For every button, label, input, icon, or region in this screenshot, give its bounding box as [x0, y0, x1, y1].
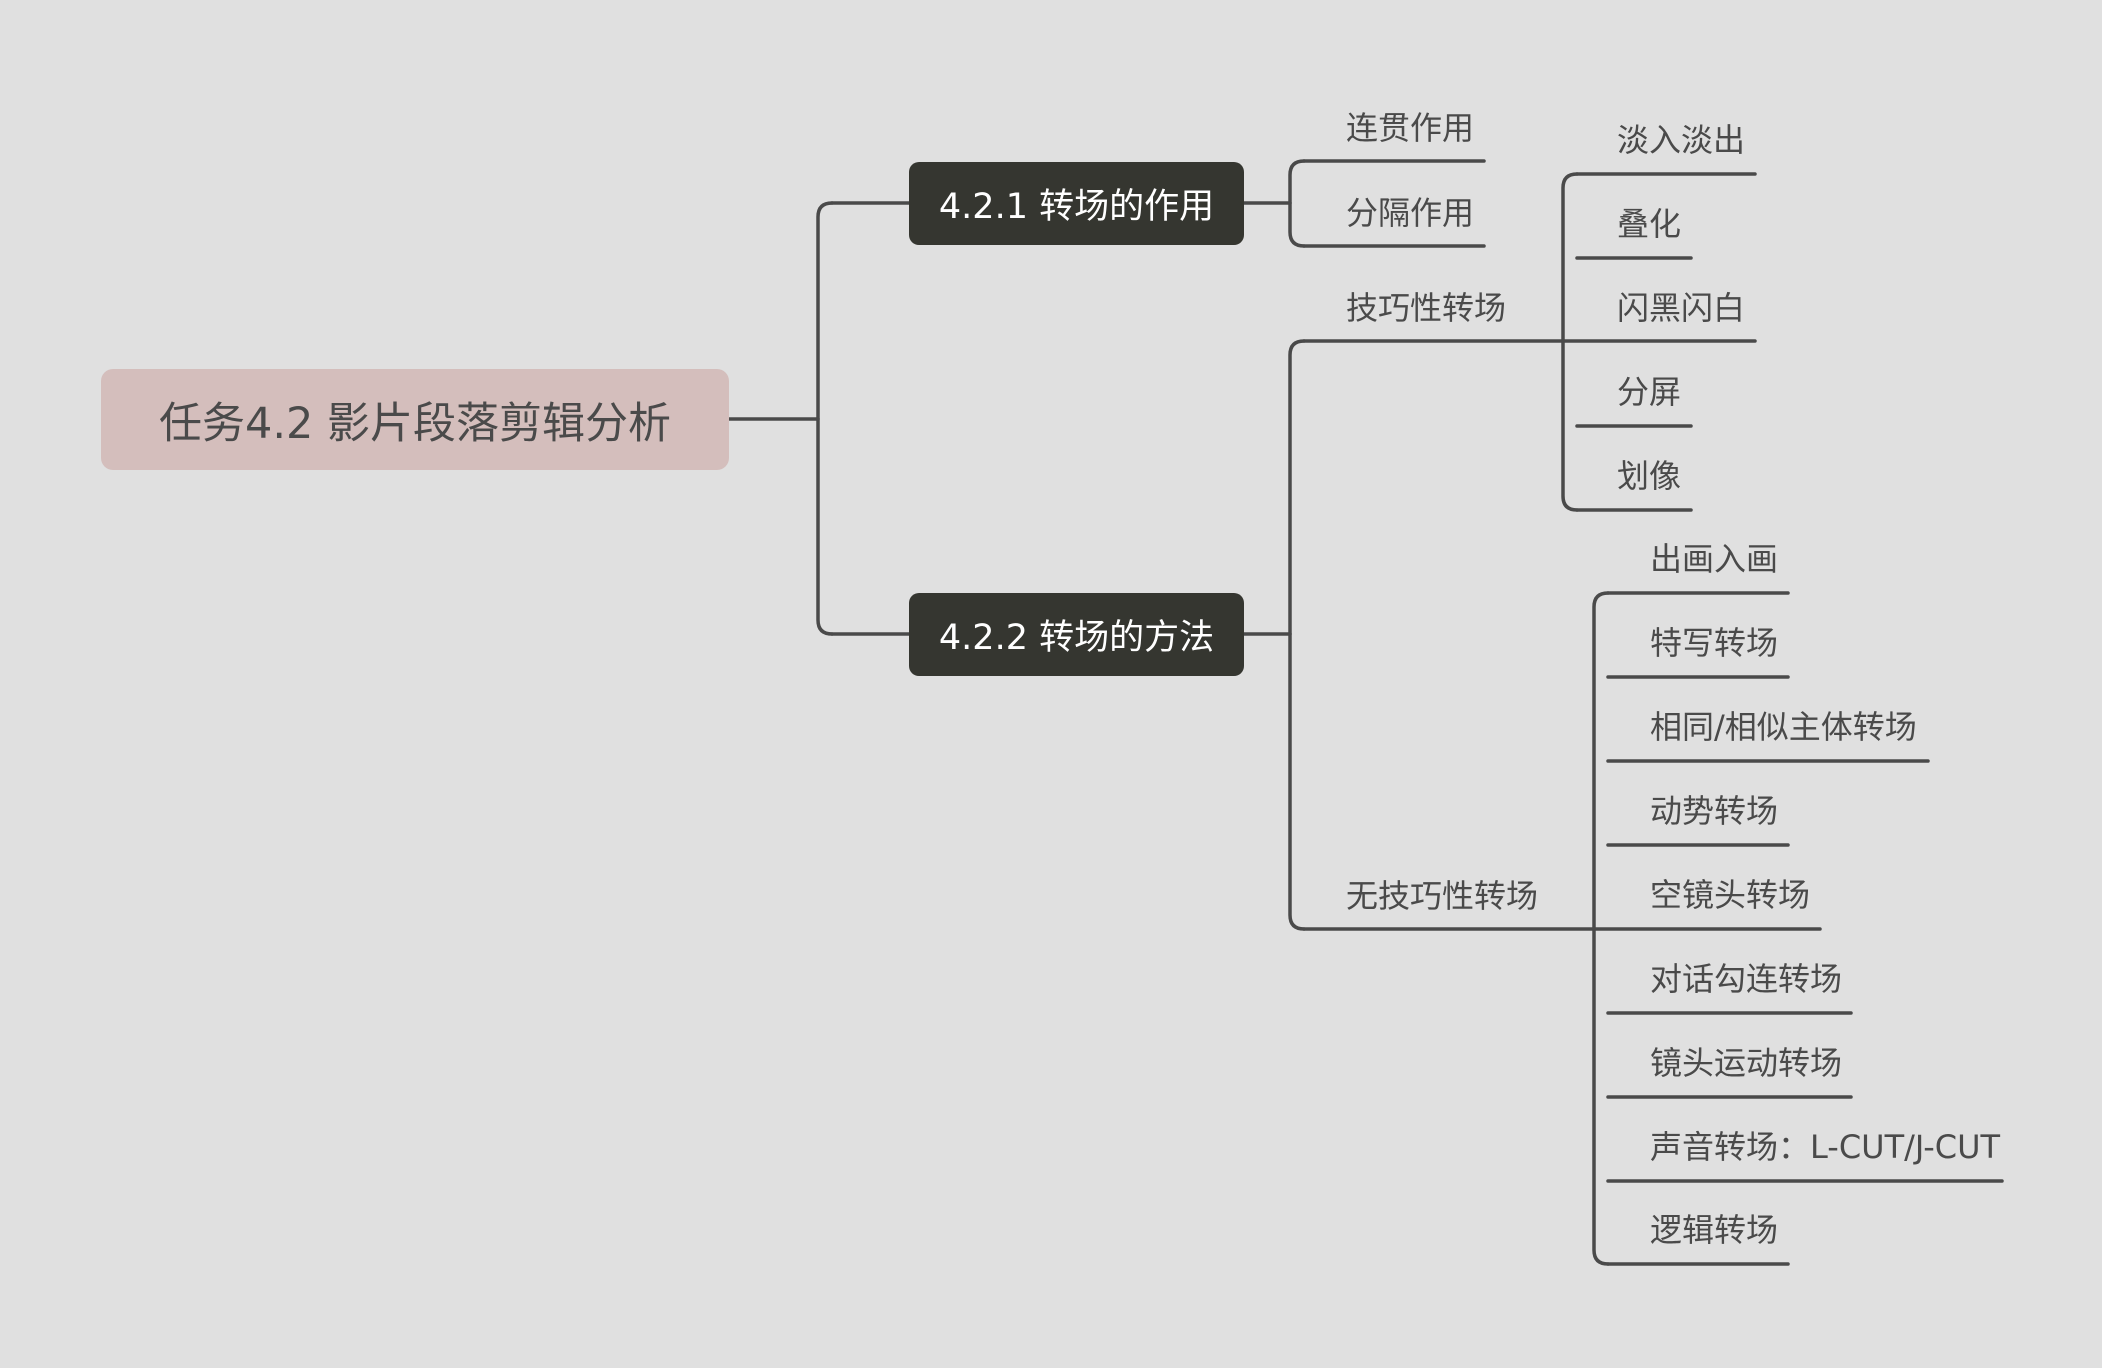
branch-transition-method[interactable]: 4.2.2 转场的方法 [909, 593, 1244, 676]
topic-sound-cut[interactable]: 声音转场：L-CUT/J-CUT [1650, 1128, 2001, 1166]
topic-close-up[interactable]: 特写转场 [1650, 624, 1779, 662]
topic-dialogue-link[interactable]: 对话勾连转场 [1650, 960, 1843, 998]
topic-exit-enter-frame[interactable]: 出画入画 [1650, 540, 1779, 578]
topic-wipe[interactable]: 划像 [1617, 457, 1682, 495]
branch-label: 4.2.2 转场的方法 [938, 618, 1215, 658]
topic-empty-shot[interactable]: 空镜头转场 [1650, 876, 1811, 914]
topic-flash[interactable]: 闪黑闪白 [1617, 289, 1746, 327]
topic-separation[interactable]: 分隔作用 [1346, 194, 1475, 232]
topic-continuity[interactable]: 连贯作用 [1346, 109, 1475, 147]
topic-split-screen[interactable]: 分屏 [1617, 373, 1682, 411]
connector-branch-2-trunk [1288, 339, 1306, 931]
topic-similar-subject[interactable]: 相同/相似主体转场 [1650, 708, 1917, 746]
topic-motion[interactable]: 动势转场 [1650, 792, 1779, 830]
topic-logic[interactable]: 逻辑转场 [1650, 1211, 1779, 1249]
topic-technical-transition[interactable]: 技巧性转场 [1346, 289, 1507, 327]
topic-dissolve[interactable]: 叠化 [1617, 205, 1682, 243]
branch-transition-function[interactable]: 4.2.1 转场的作用 [909, 162, 1244, 245]
topic-fade-in-out[interactable]: 淡入淡出 [1617, 121, 1746, 159]
branch-label: 4.2.1 转场的作用 [938, 187, 1215, 227]
root-topic-label: 任务4.2 影片段落剪辑分析 [158, 398, 672, 449]
topic-non-technical-transition[interactable]: 无技巧性转场 [1346, 877, 1539, 915]
connector-branch-1-trunk [1288, 159, 1306, 248]
topic-camera-movement[interactable]: 镜头运动转场 [1650, 1044, 1843, 1082]
root-topic[interactable]: 任务4.2 影片段落剪辑分析 [101, 369, 729, 470]
connector-root-trunk [816, 201, 834, 636]
